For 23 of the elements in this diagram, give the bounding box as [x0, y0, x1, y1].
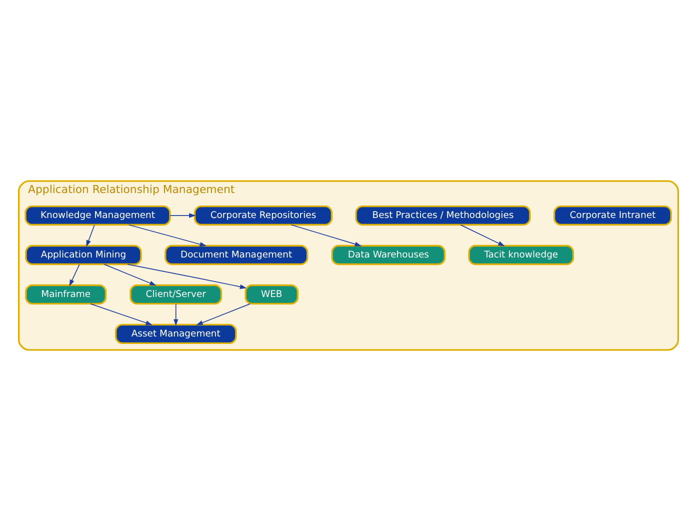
arrow	[128, 224, 207, 247]
node-box: Asset Management	[114, 324, 237, 344]
node-box: Client/Server	[130, 284, 222, 305]
node-box: Tacit knowledge	[468, 244, 574, 266]
arrow	[104, 264, 156, 286]
arrow	[460, 224, 505, 246]
node-box: Corporate Intranet	[553, 205, 672, 226]
node-box: Corporate Repositories	[194, 205, 333, 226]
arrow	[290, 224, 362, 246]
arrow	[170, 213, 196, 218]
arrow	[127, 264, 247, 290]
arrow	[86, 224, 95, 247]
node-box: Data Warehouses	[331, 244, 446, 266]
arrow	[196, 303, 251, 326]
node-box: WEB	[244, 284, 299, 305]
node-box: Document Management	[164, 244, 308, 266]
node-box: Mainframe	[25, 284, 107, 305]
node-box: Best Practices / Methodologies	[355, 205, 531, 226]
node-box: Knowledge Management	[24, 205, 171, 226]
node-box: Application Mining	[25, 244, 142, 266]
arrow	[69, 264, 80, 286]
arrow	[174, 304, 178, 326]
arrow	[90, 303, 152, 326]
